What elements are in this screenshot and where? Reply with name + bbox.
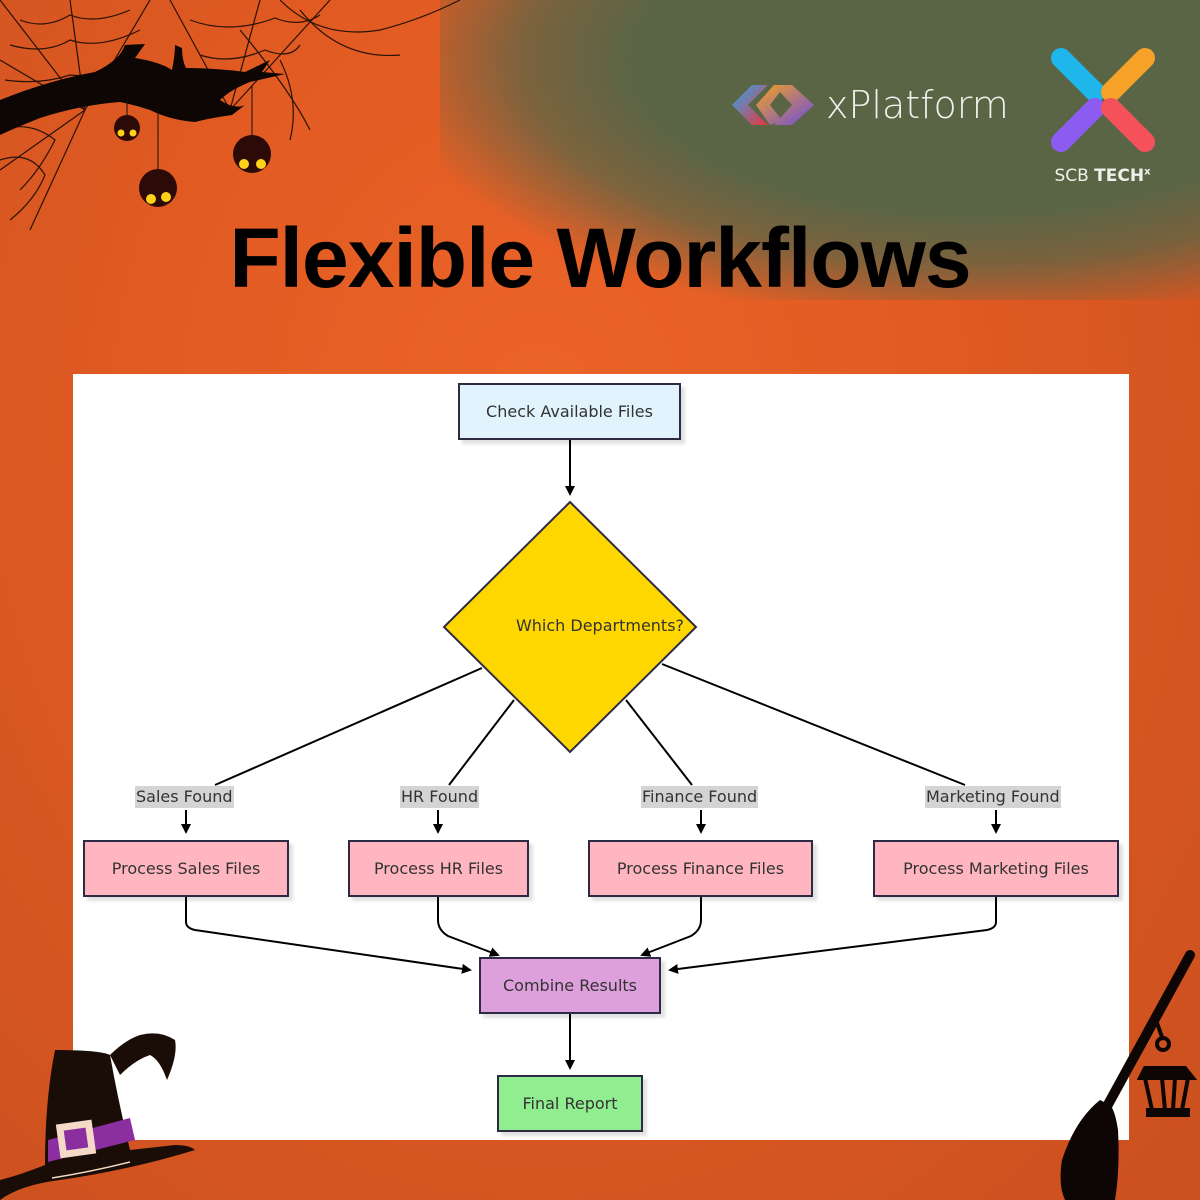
process-finance-node[interactable]: Process Finance Files bbox=[588, 840, 813, 897]
final-report-label: Final Report bbox=[522, 1094, 618, 1113]
process-hr-node[interactable]: Process HR Files bbox=[348, 840, 529, 897]
tree-branch bbox=[0, 44, 285, 135]
skull-icon bbox=[114, 115, 140, 141]
xplatform-wordmark: xPlatform bbox=[826, 83, 1009, 127]
scb-tech-logo: SCB TECHx bbox=[1040, 40, 1165, 186]
edge-marketing-to-combine bbox=[668, 897, 997, 974]
xplatform-logo: xPlatform bbox=[730, 80, 1009, 130]
spider-web bbox=[0, 0, 460, 231]
final-report-node[interactable]: Final Report bbox=[497, 1075, 643, 1132]
skull-icon bbox=[139, 169, 177, 207]
edge-finance-to-combine bbox=[640, 897, 702, 957]
process-marketing-node[interactable]: Process Marketing Files bbox=[873, 840, 1119, 897]
process-hr-label: Process HR Files bbox=[373, 859, 504, 878]
process-sales-node[interactable]: Process Sales Files bbox=[83, 840, 289, 897]
start-node[interactable]: Check Available Files bbox=[458, 383, 681, 440]
spider-web-decoration bbox=[0, 0, 460, 231]
process-finance-label: Process Finance Files bbox=[616, 859, 785, 878]
edge-label-marketing: Marketing Found bbox=[925, 786, 1061, 808]
edge-label-finance: Finance Found bbox=[641, 786, 759, 808]
edge-hr-to-combine bbox=[437, 897, 500, 957]
tech-sup: x bbox=[1144, 166, 1151, 178]
process-sales-label: Process Sales Files bbox=[111, 859, 261, 878]
edge-decision-to-finance bbox=[625, 699, 693, 786]
edge-decision-to-sales bbox=[214, 667, 483, 786]
decision-label: Which Departments? bbox=[515, 616, 685, 635]
tech-text: TECH bbox=[1094, 166, 1145, 186]
scb-x-icon bbox=[1050, 48, 1155, 152]
scb-tech-wordmark: SCB TECHx bbox=[1040, 166, 1165, 186]
skull-icon bbox=[233, 135, 271, 173]
start-node-label: Check Available Files bbox=[486, 402, 653, 421]
smoke-cloud-decoration bbox=[440, 0, 1200, 300]
scb-text: SCB bbox=[1054, 166, 1089, 186]
edge-decision-to-marketing bbox=[661, 663, 966, 786]
decision-diamond bbox=[442, 500, 698, 754]
edge-sales-to-combine bbox=[185, 897, 472, 974]
edge-label-hr: HR Found bbox=[400, 786, 480, 808]
edge-label-sales: Sales Found bbox=[135, 786, 234, 808]
hanging-skulls bbox=[114, 85, 271, 207]
page-title: Flexible Workflows bbox=[229, 211, 971, 305]
process-marketing-label: Process Marketing Files bbox=[903, 859, 1089, 878]
xplatform-infinity-icon bbox=[732, 85, 814, 125]
edge-decision-to-hr bbox=[448, 699, 515, 786]
combine-results-node[interactable]: Combine Results bbox=[479, 957, 661, 1014]
combine-results-label: Combine Results bbox=[503, 976, 637, 995]
